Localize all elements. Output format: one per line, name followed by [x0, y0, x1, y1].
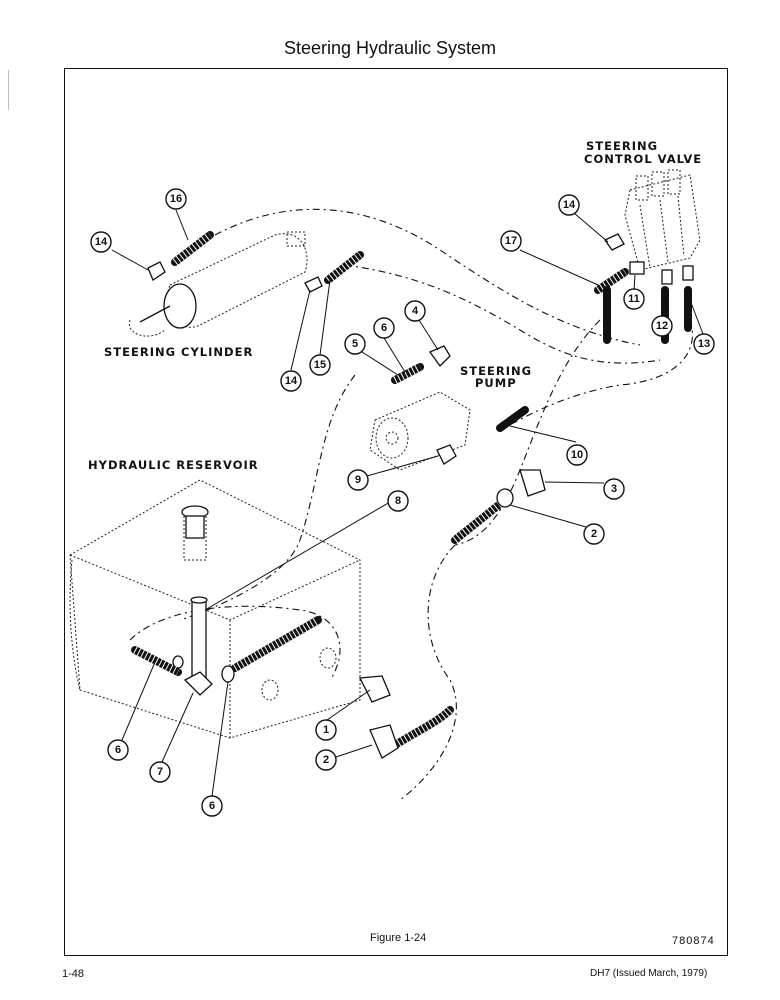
steering-cylinder-label: STEERING CYLINDER [104, 345, 253, 359]
route-cylinder-lower [344, 264, 661, 364]
figure-caption: Figure 1-24 [370, 932, 427, 944]
steering-cylinder-shape [128, 231, 308, 337]
callout-9: 9 [347, 469, 369, 491]
callout-14: 14 [90, 231, 112, 253]
svg-text:14: 14 [285, 375, 298, 387]
route-suction [399, 544, 457, 801]
route-pump-to-reservoir [179, 374, 356, 621]
svg-text:7: 7 [157, 766, 163, 778]
callout-8: 8 [387, 490, 409, 512]
svg-text:17: 17 [505, 235, 517, 247]
svg-text:8: 8 [395, 495, 401, 507]
hose-routes [129, 208, 694, 801]
callout-6: 6 [201, 795, 223, 817]
steering-control-valve-shape [624, 169, 701, 271]
callout-1: 1 [315, 719, 337, 741]
control-valve-label-line2: CONTROL VALVE [584, 152, 702, 166]
leader-lines [111, 209, 704, 797]
callout-2: 2 [315, 749, 337, 771]
page-title: Steering Hydraulic System [283, 38, 497, 58]
svg-text:15: 15 [314, 359, 326, 371]
svg-text:10: 10 [571, 449, 583, 461]
svg-text:12: 12 [656, 320, 668, 332]
route-valve-to-pump [454, 319, 601, 546]
callout-10: 10 [566, 444, 588, 466]
svg-text:2: 2 [591, 528, 597, 540]
callout-16: 16 [165, 188, 187, 210]
callout-14: 14 [558, 194, 580, 216]
svg-text:13: 13 [698, 338, 710, 350]
figure-code: 780874 [672, 935, 715, 947]
svg-text:16: 16 [170, 193, 182, 205]
callouts: 16 14 14 15 14 17 11 12 13 4 6 5 10 9 3 … [90, 188, 715, 817]
steering-pump-shape [369, 391, 471, 471]
hydraulic-reservoir-label: HYDRAULIC RESERVOIR [88, 458, 259, 472]
callout-3: 3 [603, 478, 625, 500]
hydraulic-reservoir-shape [69, 479, 361, 739]
control-valve-label-line1: STEERING [586, 139, 658, 153]
callout-6: 6 [373, 317, 395, 339]
svg-text:14: 14 [563, 199, 576, 211]
route-cylinder-to-valve [214, 208, 641, 346]
svg-text:6: 6 [115, 744, 121, 756]
hoses [131, 231, 692, 749]
document-reference: DH7 (Issued March, 1979) [590, 968, 708, 979]
svg-text:2: 2 [323, 754, 329, 766]
svg-text:6: 6 [209, 800, 215, 812]
callout-6: 6 [107, 739, 129, 761]
callout-14: 14 [280, 370, 302, 392]
callout-13: 13 [693, 333, 715, 355]
page-number: 1-48 [62, 968, 85, 980]
callout-17: 17 [500, 230, 522, 252]
svg-text:3: 3 [611, 483, 617, 495]
svg-text:6: 6 [381, 322, 387, 334]
callout-4: 4 [404, 300, 426, 322]
svg-text:9: 9 [355, 474, 361, 486]
steering-pump-label-line1: STEERING [460, 364, 532, 378]
callout-15: 15 [309, 354, 331, 376]
steering-pump-label-line2: PUMP [475, 376, 517, 390]
svg-text:5: 5 [352, 338, 358, 350]
svg-text:14: 14 [95, 236, 108, 248]
callout-7: 7 [149, 761, 171, 783]
figure-frame [64, 68, 728, 956]
route-reservoir-loop [129, 605, 341, 681]
svg-text:4: 4 [412, 305, 419, 317]
callout-2: 2 [583, 523, 605, 545]
svg-text:1: 1 [323, 724, 329, 736]
callout-5: 5 [344, 333, 366, 355]
callout-12: 12 [651, 315, 673, 337]
margin-mark [8, 70, 9, 110]
fittings [147, 233, 694, 759]
callout-11: 11 [623, 288, 645, 310]
component-labels: STEERING CONTROL VALVE STEERING CYLINDER… [88, 139, 702, 472]
svg-text:11: 11 [628, 293, 640, 305]
